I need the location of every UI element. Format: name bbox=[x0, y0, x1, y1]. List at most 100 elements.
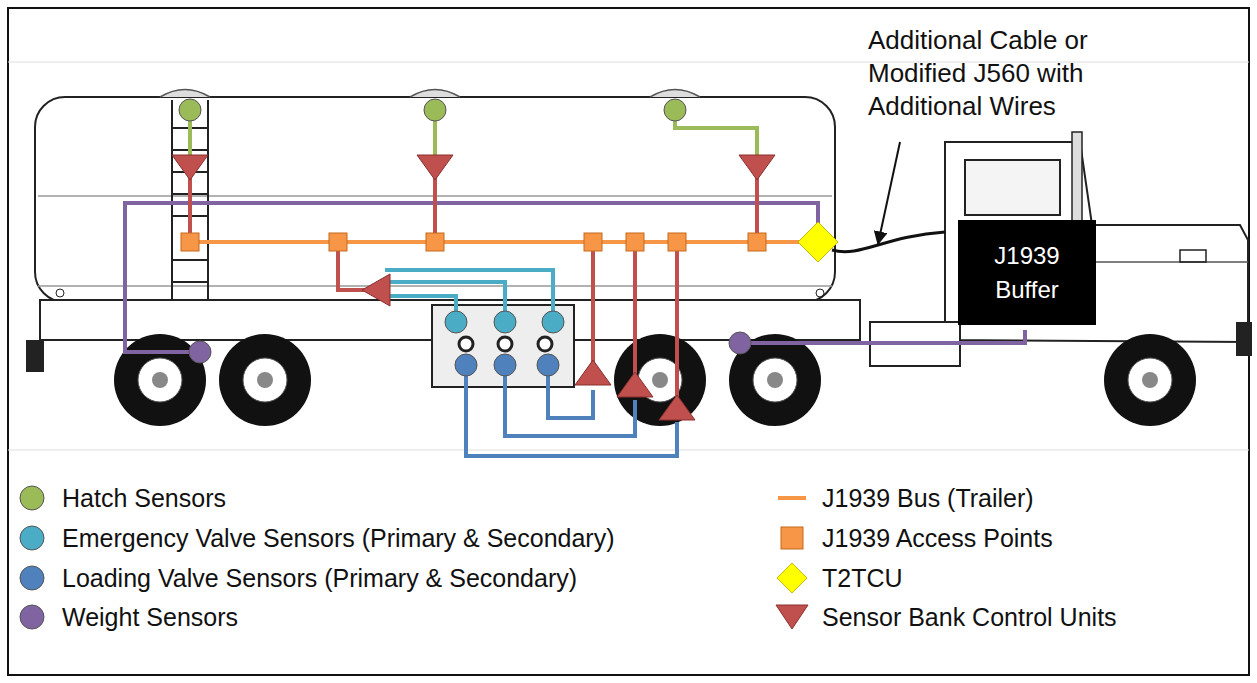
hub bbox=[652, 372, 668, 388]
swatch-shape bbox=[778, 496, 806, 500]
tire bbox=[614, 334, 706, 426]
legend-text: J1939 Bus (Trailer) bbox=[822, 484, 1034, 513]
valve-wire bbox=[385, 296, 456, 318]
loading-valve-sensor bbox=[537, 354, 559, 376]
sensor-bank-unit bbox=[172, 155, 208, 180]
weight-sensor bbox=[189, 341, 211, 363]
valve-port bbox=[498, 337, 512, 351]
t2tcu bbox=[798, 222, 838, 262]
legend-swatch bbox=[772, 599, 812, 635]
legend-item: Weight Sensors bbox=[12, 599, 238, 635]
cab-window bbox=[965, 160, 1060, 215]
buffer-box: J1939 Buffer bbox=[958, 220, 1096, 325]
legend-item: J1939 Access Points bbox=[772, 520, 1053, 556]
ladder-rail bbox=[171, 100, 173, 300]
front-bumper bbox=[1236, 322, 1252, 356]
weight-wire bbox=[125, 203, 818, 352]
control-units bbox=[172, 155, 775, 420]
access-point bbox=[329, 233, 347, 251]
hood-line bbox=[1092, 261, 1248, 263]
callout-label: Additional Cable or Modified J560 with A… bbox=[868, 24, 1158, 123]
light bbox=[816, 289, 824, 297]
weight-wire bbox=[740, 330, 1025, 343]
light bbox=[56, 289, 64, 297]
rear-bumper bbox=[26, 340, 44, 372]
control-wire bbox=[675, 242, 679, 405]
control-wire bbox=[591, 242, 595, 372]
legend-text: T2TCU bbox=[822, 564, 903, 593]
hub bbox=[152, 372, 168, 388]
leader-arrow bbox=[878, 142, 900, 244]
hatch-sensor bbox=[179, 99, 201, 121]
head-light bbox=[1180, 250, 1206, 262]
emergency-valve-sensor bbox=[494, 311, 516, 333]
emergency-valve-sensor bbox=[542, 311, 564, 333]
hatch-sensor bbox=[424, 99, 446, 121]
tire bbox=[219, 334, 311, 426]
access-points bbox=[181, 233, 766, 251]
frame bbox=[8, 8, 1249, 675]
access-point bbox=[748, 233, 766, 251]
swatch-shape bbox=[776, 605, 808, 629]
swatch-shape bbox=[20, 486, 44, 510]
legend-item: Sensor Bank Control Units bbox=[772, 599, 1117, 635]
legend-item: T2TCU bbox=[772, 560, 903, 596]
swatch-shape bbox=[781, 527, 803, 549]
legend-item: Hatch Sensors bbox=[12, 480, 226, 516]
hatch-sensor bbox=[664, 99, 686, 121]
valve-cabinet bbox=[432, 305, 574, 387]
legend-item: Loading Valve Sensors (Primary & Seconda… bbox=[12, 560, 577, 596]
hub bbox=[1142, 372, 1158, 388]
valve-wire bbox=[466, 365, 677, 456]
legend-swatch bbox=[772, 480, 812, 516]
image-edge bbox=[8, 450, 1249, 451]
rim bbox=[753, 358, 797, 402]
legend-item: J1939 Bus (Trailer) bbox=[772, 480, 1034, 516]
hub bbox=[257, 372, 273, 388]
valve-wire bbox=[385, 282, 505, 318]
ladder-rail bbox=[207, 100, 209, 300]
sensors bbox=[179, 99, 751, 376]
box-label: J1939 Buffer bbox=[962, 239, 1092, 306]
legend-swatch bbox=[12, 560, 52, 596]
sensor-bank-unit bbox=[575, 360, 611, 385]
legend-item: Emergency Valve Sensors (Primary & Secon… bbox=[12, 520, 615, 556]
tank-band bbox=[38, 285, 832, 287]
ladder bbox=[172, 100, 208, 300]
legend-swatch bbox=[12, 599, 52, 635]
hatch-dome bbox=[410, 90, 460, 98]
hatch-dome bbox=[160, 90, 210, 98]
legend-text: Hatch Sensors bbox=[62, 484, 226, 513]
valve-wire bbox=[385, 270, 553, 318]
hub bbox=[767, 372, 783, 388]
control-wire bbox=[633, 242, 637, 382]
swatch-shape bbox=[20, 566, 44, 590]
legend-text: Loading Valve Sensors (Primary & Seconda… bbox=[62, 564, 577, 593]
rim bbox=[138, 358, 182, 402]
access-point bbox=[668, 233, 686, 251]
truck-cab bbox=[945, 142, 1248, 342]
loading-valve-sensor bbox=[455, 354, 477, 376]
swatch-shape bbox=[20, 605, 44, 629]
access-point bbox=[584, 233, 602, 251]
j1939-bus bbox=[190, 240, 818, 244]
access-point bbox=[626, 233, 644, 251]
emergency-valve-sensor bbox=[445, 311, 467, 333]
exhaust-stack bbox=[1072, 132, 1082, 227]
swatch-shape bbox=[777, 563, 807, 593]
swatch-shape bbox=[20, 526, 44, 550]
loading-valve-sensor bbox=[494, 354, 516, 376]
legend-swatch bbox=[12, 520, 52, 556]
legend-text: Sensor Bank Control Units bbox=[822, 603, 1117, 632]
weight-sensor bbox=[729, 332, 751, 354]
sensor-bank-unit bbox=[659, 395, 695, 420]
access-point bbox=[426, 233, 444, 251]
access-point bbox=[181, 233, 199, 251]
legend-swatch bbox=[772, 520, 812, 556]
valve-wire bbox=[505, 365, 635, 436]
sensor-bank-unit bbox=[362, 274, 390, 306]
valve-port bbox=[459, 337, 473, 351]
j560-cable bbox=[832, 232, 945, 252]
rim bbox=[1128, 358, 1172, 402]
rim bbox=[243, 358, 287, 402]
